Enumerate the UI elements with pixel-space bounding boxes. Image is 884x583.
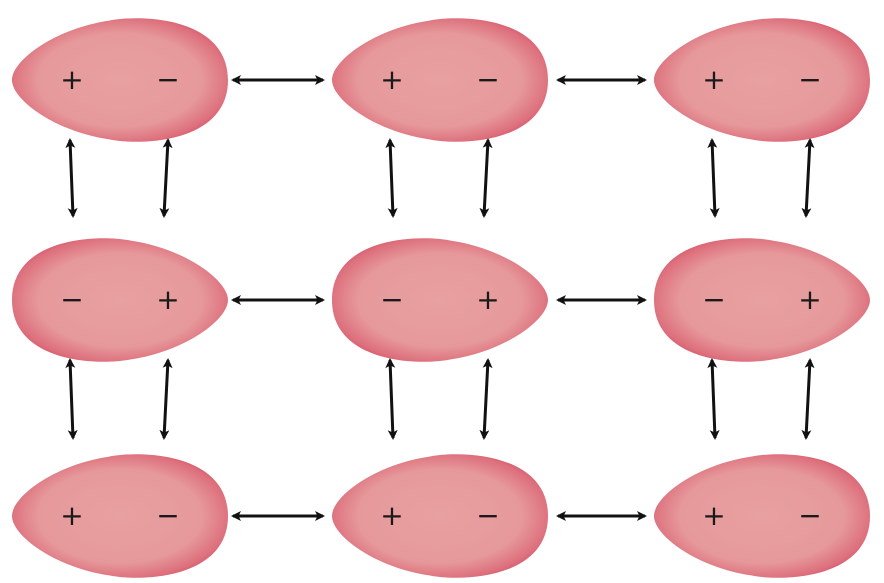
molecule: +− <box>11 454 228 578</box>
molecule: +− <box>332 18 548 142</box>
negative-charge: − <box>798 63 821 96</box>
double-headed-arrow <box>707 358 720 440</box>
positive-charge: + <box>60 499 83 532</box>
negative-charge: − <box>476 63 499 96</box>
molecule-body <box>654 18 870 142</box>
negative-charge: − <box>380 283 403 316</box>
molecule: −+ <box>11 238 228 362</box>
molecule: +− <box>654 454 870 578</box>
positive-charge: + <box>60 63 83 96</box>
positive-charge: + <box>798 283 821 316</box>
molecule: +− <box>654 18 870 142</box>
molecule-body <box>654 238 870 362</box>
molecule: −+ <box>332 238 548 362</box>
double-headed-arrow <box>159 358 173 440</box>
positive-charge: + <box>380 63 403 96</box>
molecule: +− <box>332 454 548 578</box>
double-headed-arrow <box>479 138 493 218</box>
double-headed-arrow <box>159 138 173 218</box>
double-headed-arrow <box>479 358 493 440</box>
molecule-body <box>11 238 228 362</box>
double-headed-arrow <box>707 138 720 218</box>
negative-charge: − <box>60 283 83 316</box>
molecule-body <box>332 238 548 362</box>
double-headed-arrow <box>801 358 815 440</box>
molecule: +− <box>11 18 228 142</box>
negative-charge: − <box>476 499 499 532</box>
molecule-body <box>654 454 870 578</box>
negative-charge: − <box>156 63 179 96</box>
molecule-body <box>11 454 228 578</box>
double-headed-arrow <box>65 358 78 440</box>
molecule-body <box>332 454 548 578</box>
double-headed-arrow <box>65 138 78 218</box>
molecule-body <box>11 18 228 142</box>
double-headed-arrow <box>385 358 398 440</box>
negative-charge: − <box>702 283 725 316</box>
positive-charge: + <box>702 63 725 96</box>
double-headed-arrow <box>801 138 815 218</box>
negative-charge: − <box>798 499 821 532</box>
negative-charge: − <box>156 499 179 532</box>
positive-charge: + <box>380 499 403 532</box>
molecule: −+ <box>654 238 870 362</box>
positive-charge: + <box>476 283 499 316</box>
positive-charge: + <box>702 499 725 532</box>
double-headed-arrow <box>385 138 398 218</box>
positive-charge: + <box>156 283 179 316</box>
molecule-body <box>332 18 548 142</box>
